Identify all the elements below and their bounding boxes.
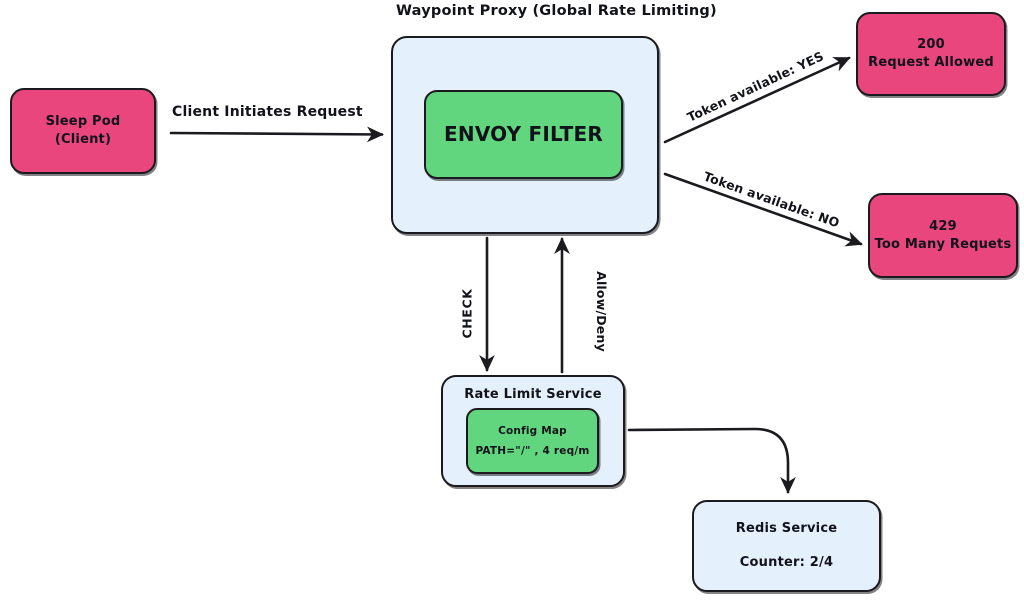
edge-rls-to-redis-line [627, 427, 796, 494]
node-response-200-code: 200 [917, 37, 945, 53]
node-sleep-pod-line2: (Client) [54, 132, 112, 147]
node-sleep-pod-line1: Sleep Pod [45, 114, 121, 130]
node-envoy-filter-label: ENVOY FILTER [444, 122, 603, 146]
node-config-map-title: Config Map [498, 425, 567, 438]
node-redis-service-label: Redis Service [735, 521, 838, 537]
node-response-429-text: Too Many Requets [874, 236, 1012, 252]
edge-token-no-line [663, 172, 863, 247]
node-config-map-value: PATH="/" , 4 req/m [475, 444, 590, 457]
node-sleep-pod[interactable]: Sleep Pod (Client) [10, 88, 156, 174]
edge-client-request-line [169, 126, 384, 143]
node-envoy-filter[interactable]: ENVOY FILTER [424, 90, 623, 179]
node-redis-service[interactable]: Redis Service Counter: 2/4 [692, 500, 881, 592]
node-response-200[interactable]: 200 Request Allowed [856, 12, 1006, 96]
node-rate-limit-service-label: Rate Limit Service [464, 387, 602, 402]
waypoint-proxy-title: Waypoint Proxy (Global Rate Limiting) [396, 3, 717, 19]
node-response-429-code: 429 [929, 218, 957, 234]
node-redis-service-counter: Counter: 2/4 [739, 555, 834, 570]
node-response-200-text: Request Allowed [868, 55, 994, 70]
node-config-map[interactable]: Config Map PATH="/" , 4 req/m [466, 408, 599, 474]
node-response-429[interactable]: 429 Too Many Requets [868, 193, 1018, 278]
edge-token-yes-line [663, 56, 851, 144]
